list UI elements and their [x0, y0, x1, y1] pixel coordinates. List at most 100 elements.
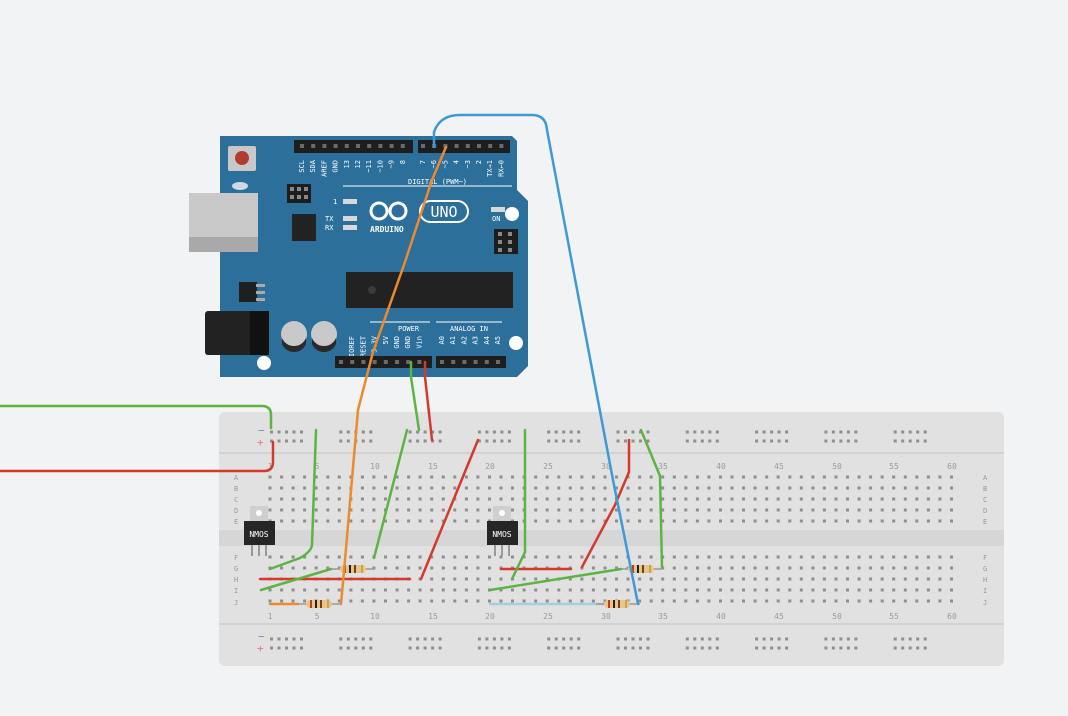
rail-hole[interactable] — [700, 637, 704, 641]
breadboard-hole[interactable] — [580, 577, 584, 581]
rail-hole[interactable] — [500, 439, 504, 443]
breadboard-hole[interactable] — [915, 599, 919, 603]
rail-hole[interactable] — [292, 646, 296, 650]
breadboard-hole[interactable] — [903, 519, 907, 523]
breadboard-hole[interactable] — [430, 566, 434, 570]
rail-hole[interactable] — [631, 637, 635, 641]
breadboard-hole[interactable] — [822, 599, 826, 603]
breadboard-hole[interactable] — [869, 577, 873, 581]
breadboard-hole[interactable] — [857, 555, 861, 559]
breadboard-hole[interactable] — [568, 519, 572, 523]
rail-hole[interactable] — [562, 439, 566, 443]
breadboard-hole[interactable] — [938, 555, 942, 559]
breadboard-hole[interactable] — [488, 577, 491, 581]
rail-hole[interactable] — [277, 637, 281, 641]
header-pin[interactable] — [361, 360, 366, 364]
breadboard-hole[interactable] — [337, 486, 341, 490]
breadboard-hole[interactable] — [372, 497, 376, 501]
breadboard-hole[interactable] — [649, 577, 653, 581]
breadboard-hole[interactable] — [349, 588, 353, 592]
rail-hole[interactable] — [339, 646, 343, 650]
breadboard-hole[interactable] — [926, 577, 930, 581]
wire-green-4[interactable] — [510, 428, 527, 581]
rail-hole[interactable] — [554, 439, 558, 443]
breadboard-hole[interactable] — [753, 486, 757, 490]
breadboard-hole[interactable] — [511, 475, 514, 479]
breadboard-hole[interactable] — [349, 519, 353, 523]
breadboard-hole[interactable] — [707, 475, 711, 479]
breadboard-hole[interactable] — [384, 555, 387, 559]
breadboard-hole[interactable] — [742, 577, 745, 581]
breadboard-hole[interactable] — [799, 599, 803, 603]
breadboard-hole[interactable] — [834, 566, 838, 570]
digital-pin[interactable] — [367, 144, 372, 148]
breadboard-hole[interactable] — [603, 599, 607, 603]
breadboard-hole[interactable] — [268, 555, 272, 559]
breadboard-hole[interactable] — [499, 486, 503, 490]
rail-hole[interactable] — [762, 637, 766, 641]
breadboard-hole[interactable] — [903, 577, 907, 581]
wires[interactable] — [0, 360, 664, 606]
rail-hole[interactable] — [646, 439, 650, 443]
rail-hole[interactable] — [270, 637, 273, 641]
breadboard-hole[interactable] — [846, 475, 849, 479]
breadboard-hole[interactable] — [776, 475, 780, 479]
rail-hole[interactable] — [270, 646, 273, 650]
rail-hole[interactable] — [916, 439, 920, 443]
rail-hole[interactable] — [785, 637, 789, 641]
breadboard-hole[interactable] — [880, 508, 884, 512]
breadboard-hole[interactable] — [522, 577, 526, 581]
rail-hole[interactable] — [554, 646, 558, 650]
breadboard-hole[interactable] — [846, 486, 849, 490]
digital-header-right[interactable] — [418, 140, 510, 153]
breadboard-hole[interactable] — [280, 566, 284, 570]
breadboard-hole[interactable] — [384, 475, 387, 479]
breadboard-hole[interactable] — [349, 475, 353, 479]
breadboard-hole[interactable] — [488, 486, 491, 490]
breadboard-hole[interactable] — [857, 577, 861, 581]
rail-hole[interactable] — [562, 637, 566, 641]
breadboard-hole[interactable] — [719, 475, 722, 479]
rail-hole[interactable] — [285, 646, 288, 650]
rail-hole[interactable] — [339, 637, 343, 641]
rail-hole[interactable] — [485, 430, 489, 434]
rail-hole[interactable] — [300, 439, 303, 443]
breadboard-hole[interactable] — [534, 519, 538, 523]
rail-hole[interactable] — [547, 637, 551, 641]
breadboard-hole[interactable] — [453, 475, 457, 479]
breadboard-hole[interactable] — [268, 486, 272, 490]
breadboard-hole[interactable] — [857, 486, 861, 490]
breadboard-hole[interactable] — [534, 508, 538, 512]
breadboard-hole[interactable] — [280, 475, 284, 479]
rail-hole[interactable] — [639, 637, 642, 641]
rail-hole[interactable] — [277, 646, 281, 650]
rail-hole[interactable] — [762, 430, 766, 434]
header-pin[interactable] — [395, 360, 399, 364]
rail-hole[interactable] — [916, 430, 920, 434]
rail-hole[interactable] — [708, 646, 712, 650]
breadboard-hole[interactable] — [407, 588, 411, 592]
rail-hole[interactable] — [507, 646, 511, 650]
rail-hole[interactable] — [916, 646, 920, 650]
breadboard-hole[interactable] — [938, 508, 942, 512]
breadboard-hole[interactable] — [441, 599, 445, 603]
breadboard-hole[interactable] — [464, 588, 468, 592]
breadboard-hole[interactable] — [869, 555, 873, 559]
breadboard-hole[interactable] — [788, 577, 792, 581]
breadboard-hole[interactable] — [811, 577, 815, 581]
breadboard-hole[interactable] — [834, 599, 838, 603]
breadboard-hole[interactable] — [407, 599, 411, 603]
rail-hole[interactable] — [554, 430, 558, 434]
breadboard-hole[interactable] — [476, 475, 480, 479]
breadboard-hole[interactable] — [557, 497, 561, 501]
breadboard-hole[interactable] — [568, 555, 572, 559]
breadboard-hole[interactable] — [661, 577, 665, 581]
breadboard-hole[interactable] — [395, 508, 399, 512]
breadboard-hole[interactable] — [511, 497, 514, 501]
breadboard-hole[interactable] — [753, 519, 757, 523]
breadboard-hole[interactable] — [892, 497, 896, 501]
breadboard-hole[interactable] — [580, 475, 584, 479]
wire-green-6[interactable] — [639, 428, 664, 570]
breadboard-hole[interactable] — [846, 599, 849, 603]
breadboard-hole[interactable] — [499, 599, 503, 603]
